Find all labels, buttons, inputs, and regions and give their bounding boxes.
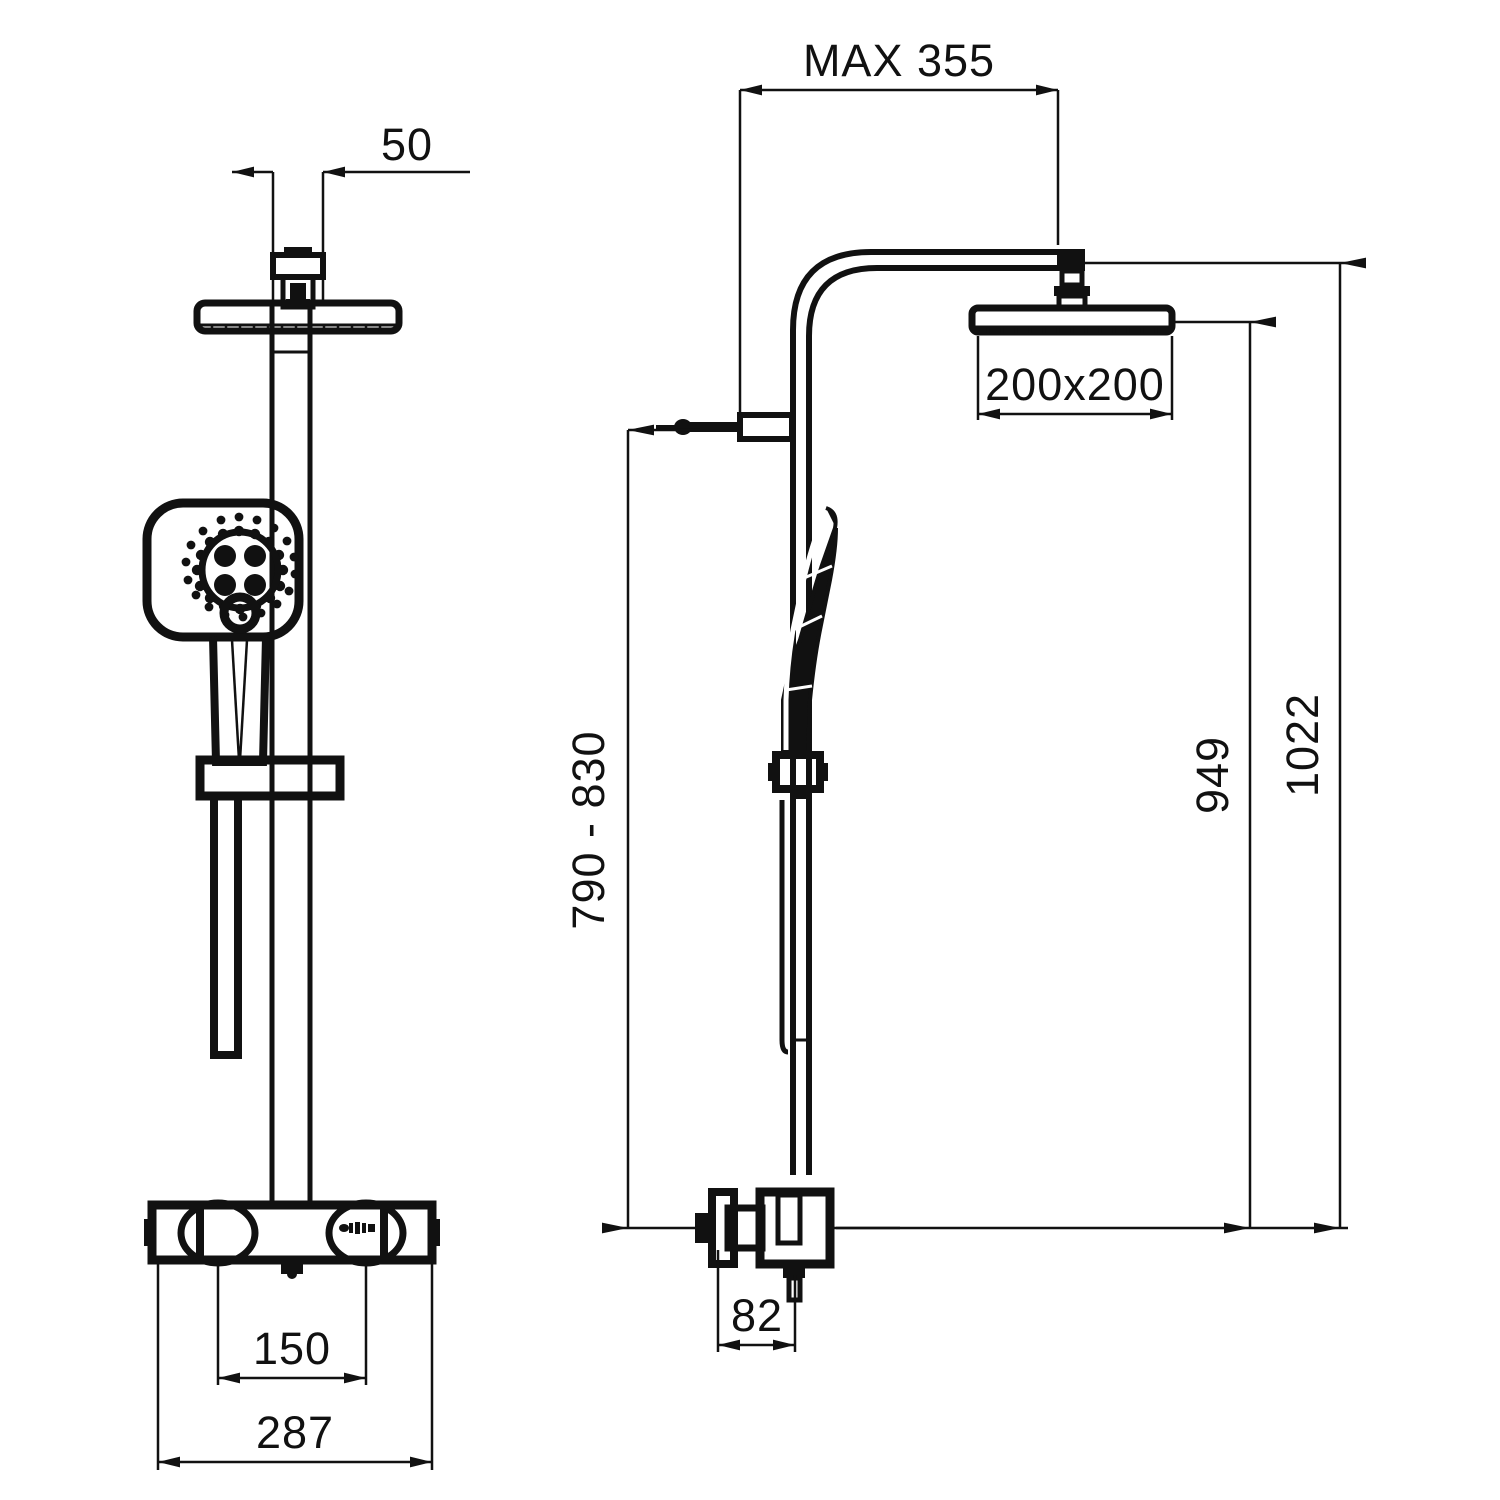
side-rain-head [968, 304, 1176, 336]
dimension-label-head-height: 949 [1187, 736, 1238, 814]
dimension-label-overall-height: 1022 [1277, 693, 1328, 797]
side-hand-shower [768, 506, 838, 799]
brand-logo-icon [339, 1222, 375, 1234]
dimension-label-max-projection: MAX 355 [803, 35, 995, 86]
dimension-label-head-size: 200x200 [985, 359, 1165, 410]
dimension-label-valve-depth: 82 [731, 1290, 783, 1341]
side-shower-arm [790, 249, 1075, 1175]
dimension-head-size: 200x200 [976, 336, 1174, 420]
dimension-label-handset-height: 790 - 830 [563, 730, 614, 929]
side-head-connector [1054, 249, 1090, 311]
front-hand-shower [142, 498, 304, 766]
front-rain-head [193, 247, 403, 335]
side-mixer-body [620, 1187, 900, 1303]
dimension-overall-height: 1022 [1085, 257, 1366, 1234]
dimension-label-spout-offset: 50 [381, 119, 433, 170]
side-shower-hose [779, 800, 809, 1175]
front-shower-hose [210, 796, 242, 1059]
front-slider-bracket [195, 755, 345, 801]
shower-face-icon [181, 512, 300, 634]
dimension-label-valve-centers: 150 [253, 1323, 331, 1374]
dimension-max-projection: MAX 355 [738, 35, 1060, 420]
front-riser-tube [269, 303, 313, 1205]
dimension-spout-offset: 50 [232, 119, 470, 300]
dimension-label-valve-width: 287 [256, 1407, 334, 1458]
front-mixer-body [144, 1199, 440, 1279]
side-view [620, 249, 1176, 1303]
front-view [142, 247, 440, 1279]
dimension-head-height: 949 [1172, 316, 1276, 1234]
dimension-valve-width: 287 [156, 1264, 434, 1470]
dimension-handset-height: 790 - 830 [563, 424, 700, 1234]
dimension-valve-centers: 150 [216, 1264, 368, 1385]
side-inlet-connector [656, 412, 795, 442]
dimension-valve-depth: 82 [716, 1250, 797, 1352]
